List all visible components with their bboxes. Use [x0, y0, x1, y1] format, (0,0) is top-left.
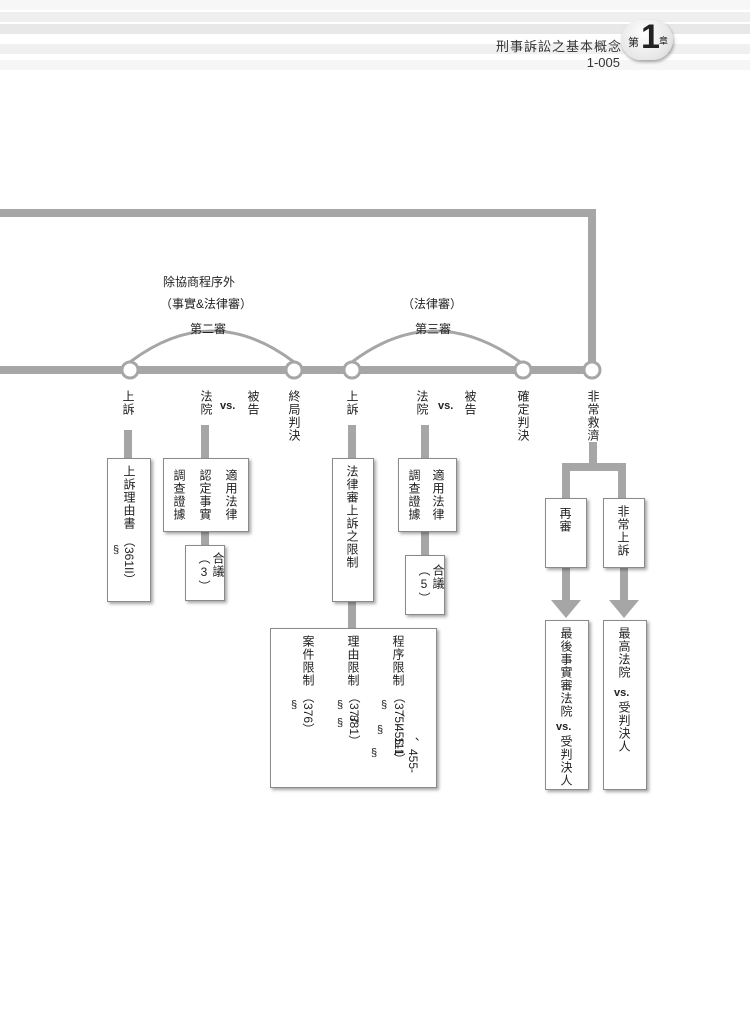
- third-trial-box: 調查證據 適用法律: [398, 458, 457, 532]
- extraordinary-arrowhead: [609, 600, 639, 618]
- third-trial-note: （法律審）: [402, 297, 463, 311]
- retrial-arrowhead: [551, 600, 581, 618]
- page-number: 1-005: [586, 55, 620, 70]
- supreme-court-label: 最高法院: [617, 627, 631, 679]
- node-appeal2: [342, 360, 362, 380]
- retrial-box: 再審: [545, 498, 587, 568]
- appeal-brief-label: 上訴理由書: [122, 465, 136, 530]
- reason-limit-ref-a: （377: [347, 691, 361, 724]
- reason-limit-ref-symbol2: §: [337, 717, 344, 729]
- supreme-court-box: 最高法院 vs. 受判決人: [603, 620, 647, 790]
- case-limit-ref: （376）: [301, 691, 315, 736]
- chapter-badge-suffix: 章: [659, 36, 669, 46]
- chapter-badge-number: 1: [641, 18, 660, 56]
- third-col2: 適用法律: [431, 469, 445, 521]
- retrial-court-label: 最後事實審法院: [559, 627, 573, 718]
- vs1-label: vs.: [220, 400, 236, 412]
- third-col1: 調查證據: [407, 469, 421, 521]
- procedure-limit-ref-symbol: §: [381, 699, 388, 711]
- vs2-label: vs.: [438, 400, 454, 412]
- second-trial-box: 調查證據 認定事實 適用法律: [163, 458, 249, 532]
- second-trial-note1: 除協商程序外: [163, 275, 236, 289]
- reason-limit-ref-symbol: §: [337, 699, 344, 711]
- third-panel-label: 合議（5）: [417, 564, 445, 605]
- extraordinary-appeal-label: 非常上訴: [616, 505, 630, 557]
- final-judgment-label: 終局判決: [287, 390, 301, 442]
- appeal2-label: 上訴: [345, 390, 359, 416]
- header-band-5: [0, 60, 750, 70]
- reason-limit-ref-tilde: ~: [350, 711, 357, 723]
- header-band-3: [0, 24, 750, 34]
- court1-label: 法院: [199, 390, 213, 416]
- second-col3: 適用法律: [224, 469, 238, 521]
- reason-limit-label: 理由限制: [346, 635, 360, 687]
- second-trial-note2: （事實&法律審）: [160, 297, 253, 311]
- appeal-brief-ref: （361II）: [122, 535, 136, 586]
- chapter-badge-prefix: 第: [628, 37, 639, 49]
- header-band-4: [0, 44, 750, 54]
- second-trial-arc: [129, 329, 295, 364]
- chapter-title: 刑事訴訟之基本概念: [495, 40, 622, 55]
- procedure-limit-ref-c: 、455-11I）: [392, 737, 420, 774]
- extraordinary-appeal-box: 非常上訴: [603, 498, 645, 568]
- case-limit-label: 案件限制: [301, 635, 315, 687]
- node-final-judgment: [284, 360, 304, 380]
- third-restrict-label: 法律審上訴之限制: [345, 465, 359, 569]
- case-limit-ref-symbol: §: [291, 699, 298, 711]
- limits-box: 案件限制 § （376） 理由限制 § （377 ~ § 381） 程序限制 §…: [270, 628, 437, 788]
- procedure-limit-ref-symbol2: §: [377, 724, 384, 736]
- second-col2: 認定事實: [198, 469, 212, 521]
- procedure-limit-ref-symbol3: §: [371, 747, 378, 759]
- retrial-court-box: 最後事實審法院 vs. 受判決人: [545, 620, 589, 790]
- header-band-1: [0, 0, 750, 10]
- third-trial-arc: [351, 329, 521, 364]
- chapter-badge: 第 1 章: [621, 18, 673, 60]
- court2-label: 法院: [415, 390, 429, 416]
- second-panel-box: 合議（3）: [185, 545, 225, 601]
- second-col1: 調查證據: [172, 469, 186, 521]
- third-restrict-box: 法律審上訴之限制: [332, 458, 374, 602]
- retrial-label: 再審: [558, 507, 572, 533]
- node-remedy: [582, 360, 602, 380]
- third-trial-name: 第三審: [415, 322, 452, 336]
- confirmed-judgment-label: 確定判決: [516, 390, 530, 442]
- appeal-brief-ref-symbol: §: [113, 544, 120, 556]
- appeal1-label: 上訴: [121, 390, 135, 416]
- third-panel-box: 合議（5）: [405, 555, 445, 615]
- extraordinary-remedy-label: 非常救濟: [586, 390, 600, 442]
- defendant1-label: 被告: [246, 390, 260, 416]
- second-panel-label: 合議（3）: [197, 552, 225, 593]
- supreme-vs-label: vs.: [614, 687, 630, 699]
- node-confirmed: [513, 360, 533, 380]
- supreme-party-label: 受判決人: [617, 701, 631, 753]
- defendant2-label: 被告: [463, 390, 477, 416]
- retrial-vs-label: vs.: [556, 721, 572, 733]
- procedure-limit-ref-b: 、455-1: [392, 713, 406, 756]
- retrial-party-label: 受判決人: [559, 735, 573, 787]
- header-band-2: [0, 12, 750, 22]
- second-trial-name: 第二審: [190, 322, 227, 336]
- node-appeal1: [120, 360, 140, 380]
- procedure-limit-ref-a: （375I: [392, 691, 406, 727]
- appeal-brief-box: 上訴理由書 § （361II）: [107, 458, 151, 602]
- procedure-limit-label: 程序限制: [391, 635, 405, 687]
- reason-limit-ref-c: 381）: [347, 715, 361, 748]
